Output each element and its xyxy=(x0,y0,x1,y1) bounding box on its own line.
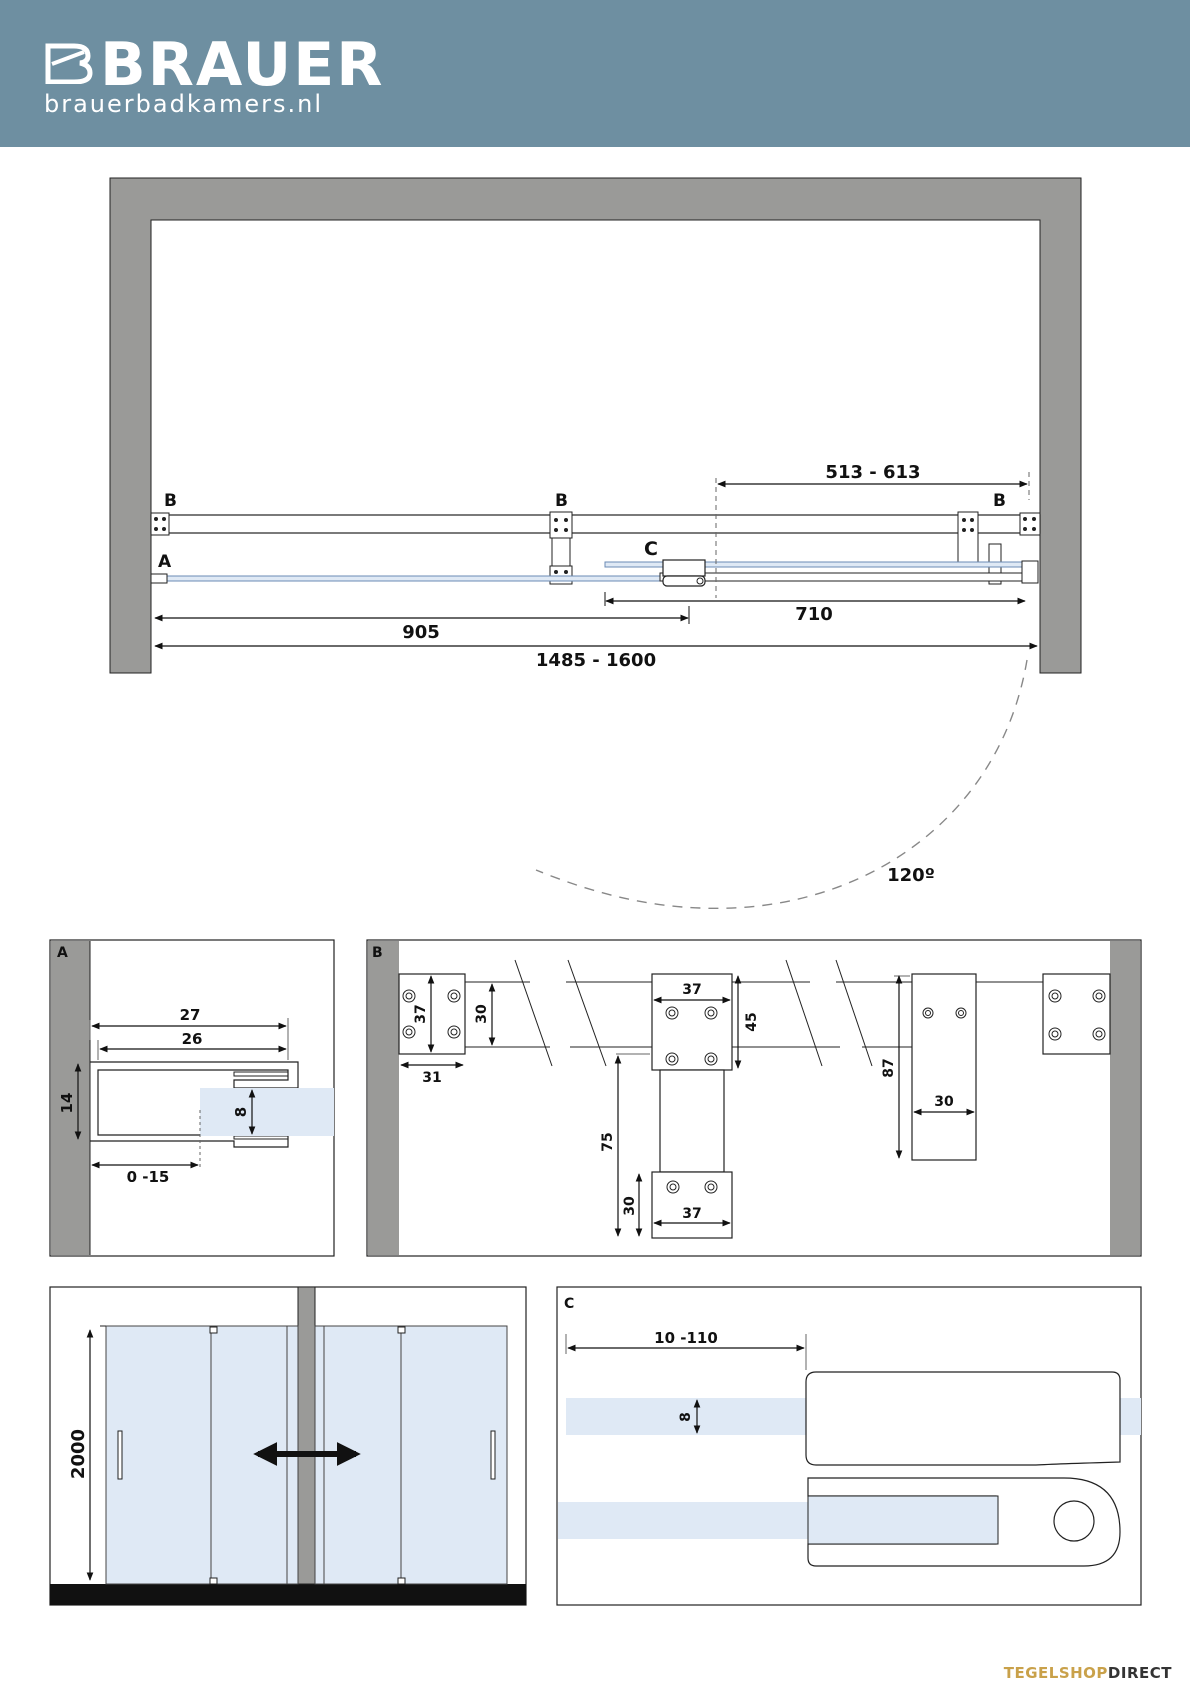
top-rail xyxy=(150,514,1041,534)
bracket-b-left xyxy=(150,512,170,536)
elevation-handle-left xyxy=(117,1430,123,1480)
dim-height: 2000 xyxy=(68,1429,89,1479)
dim-30-left: 30 xyxy=(474,1004,490,1024)
header-banner: BRAUER brauerbadkamers.nl xyxy=(0,0,1190,147)
label-b-mid: B xyxy=(555,491,568,511)
detail-b: B xyxy=(366,939,1142,1257)
footer-brand-part1: TEGELSHOP xyxy=(1003,1664,1108,1682)
dim-87: 87 xyxy=(881,1058,897,1077)
dim-adjust: 0 -15 xyxy=(127,1168,170,1186)
elevation-handle-right xyxy=(490,1430,496,1480)
elevation-wall xyxy=(297,1286,316,1585)
dim-14: 14 xyxy=(58,1093,76,1114)
elevation-left-fixed-glass xyxy=(105,1325,212,1585)
detail-a: A 27 26 14 8 0 -15 xyxy=(49,939,335,1257)
bracket-b-wall xyxy=(1019,512,1041,536)
footer-brand-part2: DIRECT xyxy=(1107,1664,1172,1682)
footer-brand: TEGELSHOPDIRECT xyxy=(1004,1664,1172,1682)
plan-view: B B B A C 513 - 613 710 905 1485 - 1600 … xyxy=(109,177,1082,910)
plan-wall-frame xyxy=(109,177,1082,674)
dim-27: 27 xyxy=(180,1006,201,1024)
detail-b-title: B xyxy=(372,945,383,961)
dim-total: 1485 - 1600 xyxy=(536,650,656,671)
swing-angle: 120º xyxy=(887,865,935,886)
dim-8-a: 8 xyxy=(232,1107,250,1117)
bracket-b-mid-arm xyxy=(551,537,571,567)
brand-name: BRAUER xyxy=(100,30,385,100)
brauer-logo-icon xyxy=(45,43,93,84)
door-swing-arc xyxy=(535,659,1028,910)
connector-c xyxy=(662,559,706,577)
dim-31: 31 xyxy=(422,1070,441,1086)
bracket-b-right xyxy=(957,511,979,563)
dim-8-c: 8 xyxy=(678,1412,694,1422)
detail-a-title: A xyxy=(57,945,68,961)
label-c: C xyxy=(644,538,658,560)
detail-c-pivot-icon xyxy=(1053,1500,1095,1542)
dim-door-range: 513 - 613 xyxy=(825,462,920,483)
elevation-right-fixed-glass xyxy=(400,1325,508,1585)
detail-c: C 10 -110 8 xyxy=(556,1286,1142,1606)
detail-a-wall xyxy=(51,941,90,1255)
dim-door: 710 xyxy=(795,604,833,625)
dim-37-bottom: 37 xyxy=(682,1206,701,1222)
dim-30-bottom: 30 xyxy=(622,1196,638,1216)
dim-45: 45 xyxy=(744,1012,760,1031)
elevation-floor xyxy=(50,1584,526,1605)
bracket-b-mid xyxy=(549,511,573,539)
dim-26: 26 xyxy=(182,1030,203,1048)
label-a: A xyxy=(158,552,172,572)
dim-offset: 10 -110 xyxy=(654,1329,718,1347)
dim-37-top: 37 xyxy=(682,982,701,998)
brand-url: brauerbadkamers.nl xyxy=(44,90,324,118)
detail-c-title: C xyxy=(564,1296,574,1312)
front-elevation: 2000 xyxy=(49,1286,527,1606)
dim-panel: 905 xyxy=(402,622,440,643)
label-b-left: B xyxy=(164,491,177,511)
detail-b-wall-left xyxy=(368,941,399,1255)
detail-b-wall-right xyxy=(1110,941,1140,1255)
dim-75: 75 xyxy=(600,1132,616,1151)
fixed-glass-panel xyxy=(152,575,664,582)
label-b-right: B xyxy=(993,491,1006,511)
dim-37-left: 37 xyxy=(413,1004,429,1023)
dim-30-right: 30 xyxy=(934,1094,954,1110)
detail-a-glass xyxy=(200,1088,334,1136)
